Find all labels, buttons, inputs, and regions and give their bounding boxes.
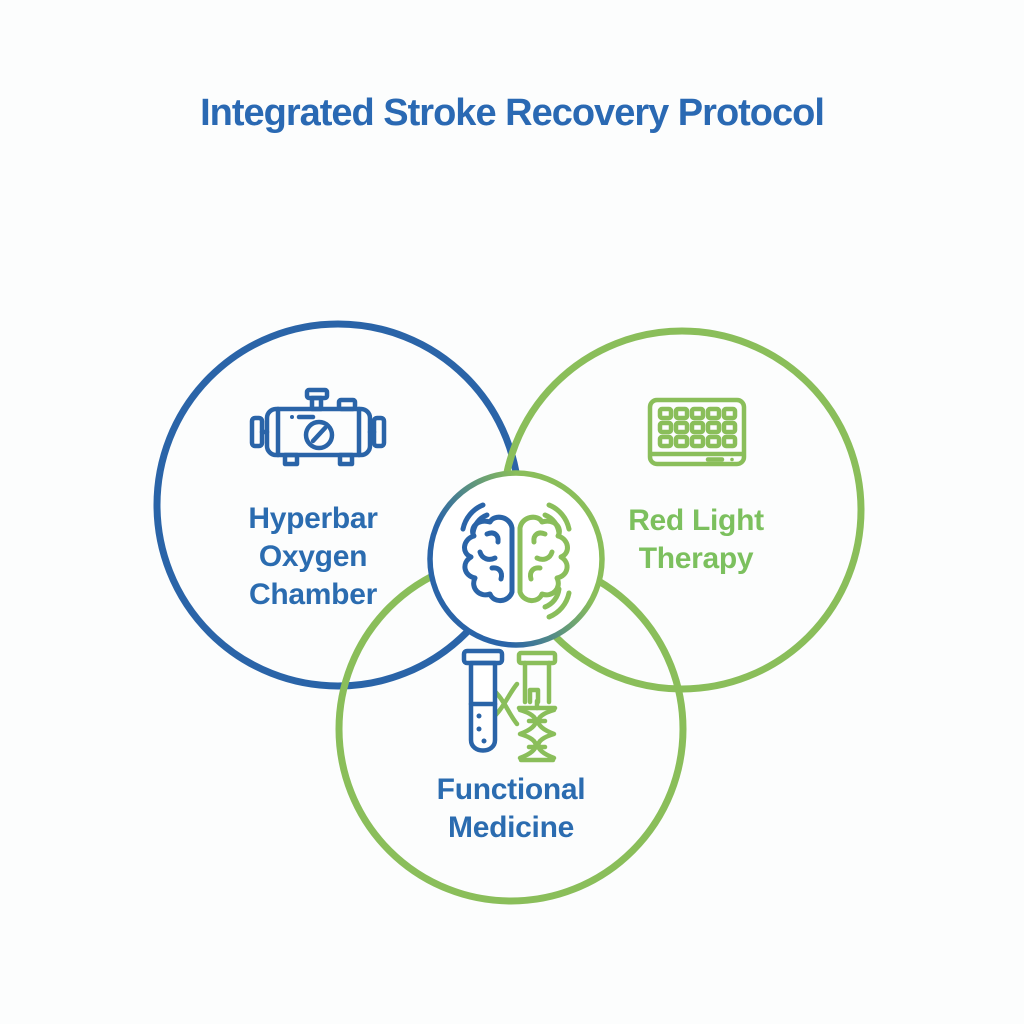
label-line: Functional: [436, 773, 586, 806]
signal-wave: [546, 590, 572, 620]
signal-wave: [542, 512, 562, 536]
red-light-panel-icon: [647, 397, 747, 467]
signal-wave: [546, 502, 572, 532]
brain-left-hemisphere: [460, 502, 515, 603]
signal-wave: [460, 502, 486, 532]
test-tube: [461, 648, 505, 753]
label-line: Therapy: [638, 542, 754, 575]
signal-wave: [470, 512, 490, 536]
label-line: Oxygen: [258, 540, 368, 573]
panel-led-dot: [730, 457, 734, 462]
chamber-dot: [290, 415, 294, 419]
brain-right-hemisphere: [517, 502, 572, 620]
test-tube-body: [468, 660, 498, 753]
signal-wave: [542, 586, 562, 610]
hyperbaric-chamber-icon: [249, 387, 387, 467]
label-line: Hyperbar: [248, 502, 378, 535]
label-line: Medicine: [448, 811, 574, 844]
brain-icon: [460, 502, 572, 620]
bubble-dot: [476, 713, 482, 719]
label-functional-medicine: Functional Medicine: [361, 771, 661, 847]
bubble-dot: [481, 738, 487, 744]
page-title: Integrated Stroke Recovery Protocol: [200, 92, 825, 134]
bubble-dot: [476, 726, 482, 732]
label-line: Chamber: [249, 578, 377, 611]
label-line: Red Light: [628, 504, 764, 537]
label-red-light-therapy: Red Light Therapy: [546, 502, 846, 578]
center-circle: [427, 470, 605, 648]
label-hyperbaric-oxygen-chamber: Hyperbar Oxygen Chamber: [163, 500, 463, 614]
test-tube-dna-icon: [461, 648, 558, 763]
